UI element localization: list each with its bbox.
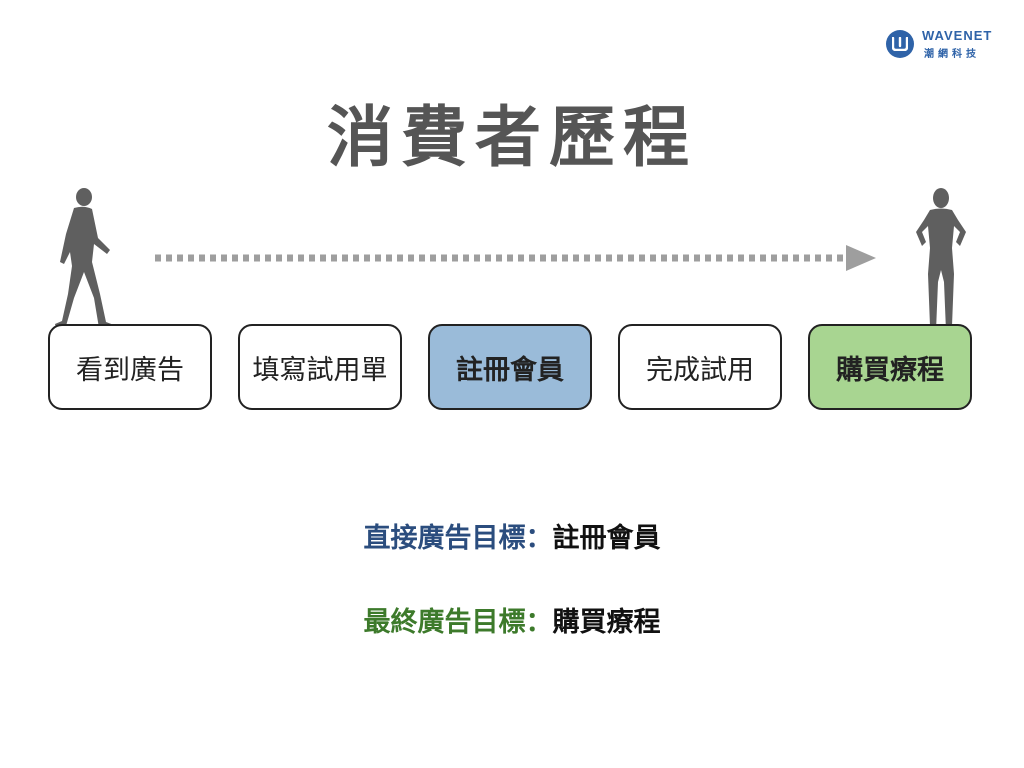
final-goal-line: 最終廣告目標：購買療程: [0, 600, 1024, 639]
step-fill-trial-form: 填寫試用單: [238, 324, 402, 410]
final-goal-value: 購買療程: [552, 607, 661, 638]
journey-arrow: [155, 245, 876, 271]
logo-name: WAVENET: [922, 28, 993, 43]
step-register-member: 註冊會員: [428, 324, 592, 410]
logo-mark-icon: [886, 30, 914, 58]
walking-man-icon: [55, 188, 114, 329]
step-purchase-treatment: 購買療程: [808, 324, 972, 410]
logo-subtitle: 潮網科技: [924, 49, 980, 60]
direct-goal-line: 直接廣告目標：註冊會員: [0, 516, 1024, 555]
page-title: 消費者歷程: [327, 99, 697, 176]
direct-goal-value: 註冊會員: [552, 523, 661, 554]
direct-goal-label: 直接廣告目標：: [363, 523, 553, 554]
company-logo: WAVENET 潮網科技: [886, 26, 1006, 66]
final-goal-label: 最終廣告目標：: [363, 607, 553, 638]
step-complete-trial: 完成試用: [618, 324, 782, 410]
standing-woman-icon: [916, 188, 966, 331]
step-see-ad: 看到廣告: [48, 324, 212, 410]
